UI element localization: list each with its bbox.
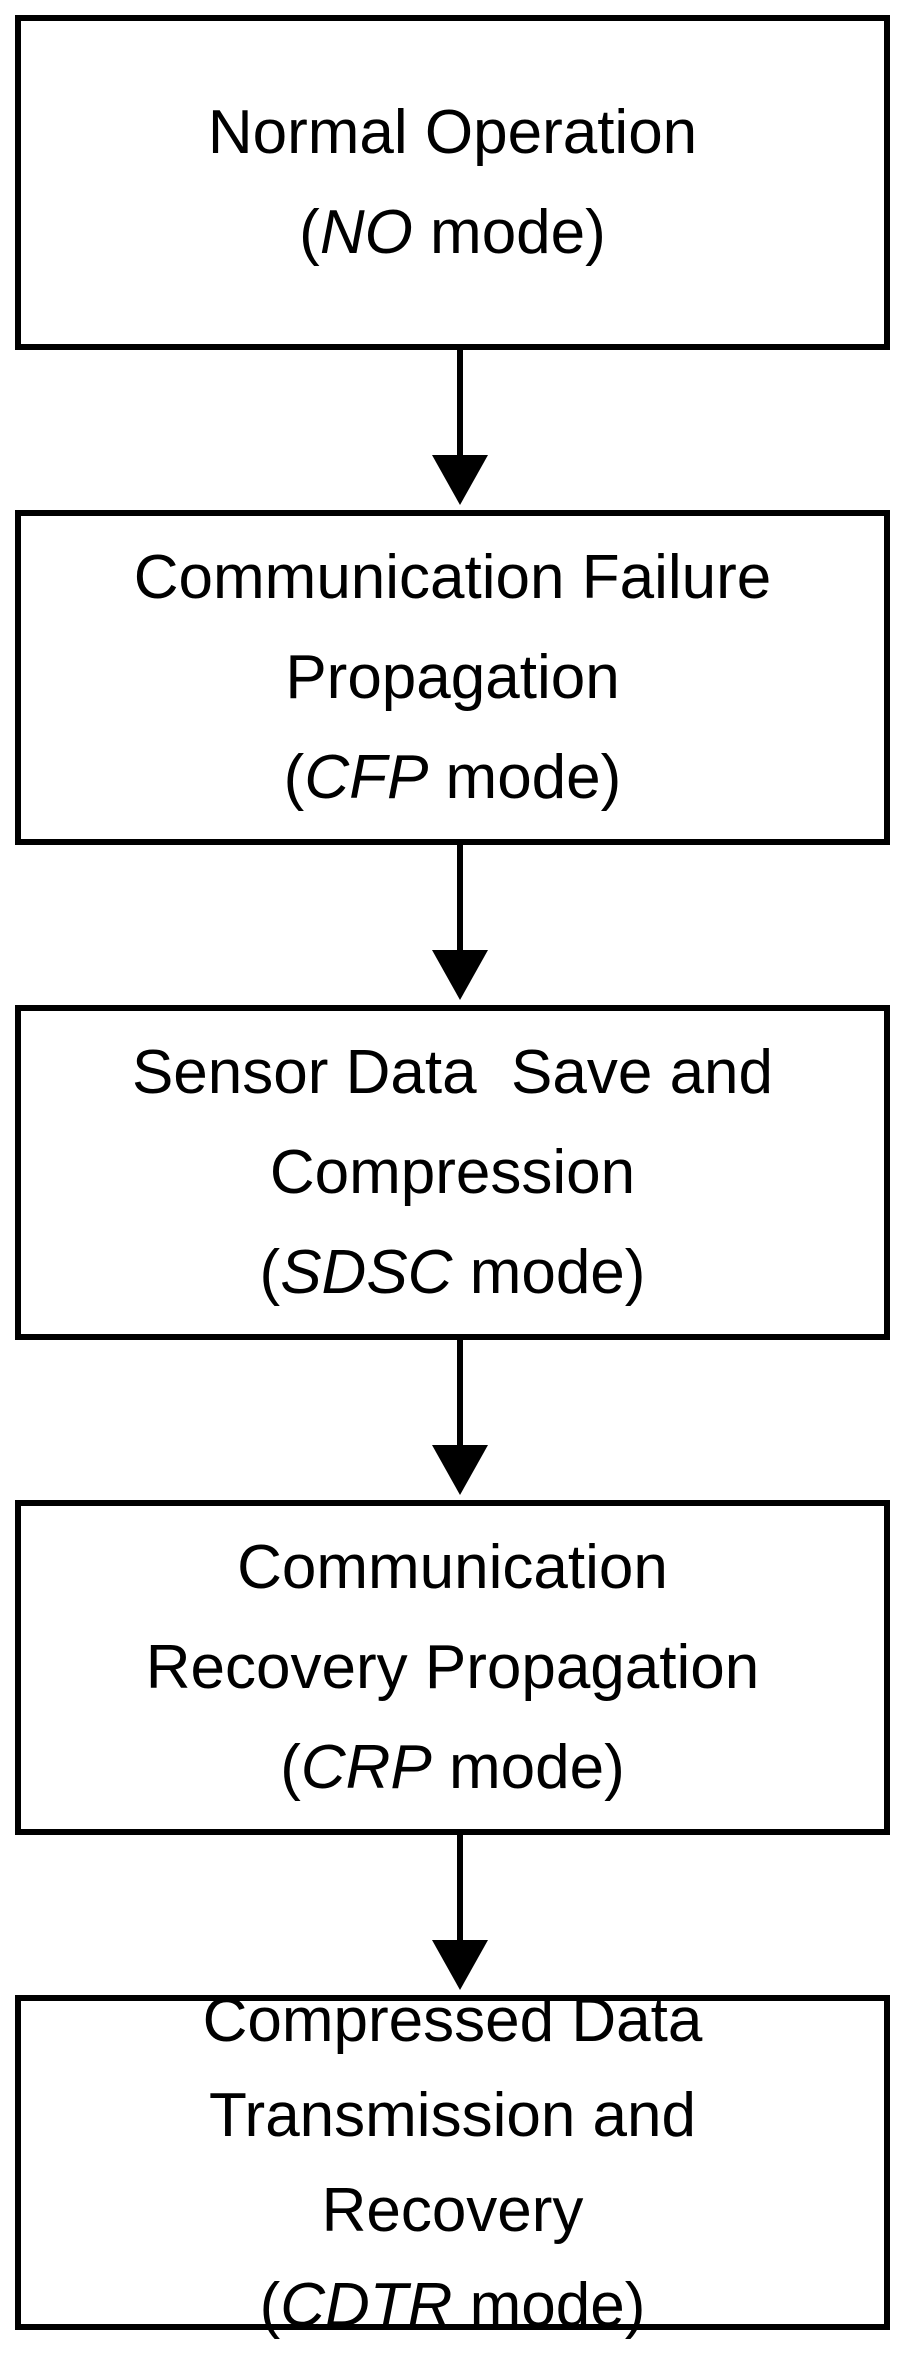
step-title-line: Communication Failure	[133, 542, 772, 612]
step-title-line: Sensor Data Save and	[131, 1037, 774, 1107]
step-title-line: Transmission and	[208, 2080, 696, 2150]
arrow-3	[432, 1340, 488, 1495]
step-title-line: Communication	[237, 1532, 668, 1602]
step-title-line: Recovery Propagation	[145, 1632, 760, 1702]
step-box-cdtr: Compressed Data Transmission and Recover…	[15, 1986, 890, 2340]
arrow-2	[432, 845, 488, 1000]
step-title-line: Propagation	[285, 642, 620, 712]
arrow-4	[432, 1835, 488, 1990]
step-mode-line: (NO mode)	[299, 197, 606, 267]
arrow-1	[432, 350, 488, 505]
mode-word: mode	[452, 2270, 625, 2340]
step-title-line: Recovery	[321, 2175, 584, 2245]
step-title-line: Compressed Data	[202, 1985, 703, 2055]
step-box-cfp: Communication Failure Propagation (CFP m…	[15, 510, 890, 845]
step-mode-line: (SDSC mode)	[259, 1237, 646, 1307]
mode-word: mode	[428, 742, 601, 812]
mode-abbreviation: CDTR	[280, 2270, 453, 2340]
mode-word: mode	[431, 1732, 605, 1802]
step-title-line: Compression	[269, 1137, 636, 1207]
step-mode-line: (CFP mode)	[283, 742, 622, 812]
step-box-sdsc: Sensor Data Save and Compression (SDSC m…	[15, 1005, 890, 1340]
step-mode-line: (CDTR mode)	[259, 2270, 646, 2340]
mode-abbreviation: NO	[319, 197, 413, 267]
step-title-line: Normal Operation	[207, 97, 698, 167]
mode-word: mode	[412, 197, 586, 267]
step-box-no: Normal Operation (NO mode)	[15, 15, 890, 350]
step-box-crp: Communication Recovery Propagation (CRP …	[15, 1500, 890, 1835]
mode-abbreviation: SDSC	[280, 1237, 453, 1307]
mode-abbreviation: CFP	[304, 742, 429, 812]
mode-word: mode	[452, 1237, 625, 1307]
mode-abbreviation: CRP	[300, 1732, 432, 1802]
step-mode-line: (CRP mode)	[280, 1732, 625, 1802]
